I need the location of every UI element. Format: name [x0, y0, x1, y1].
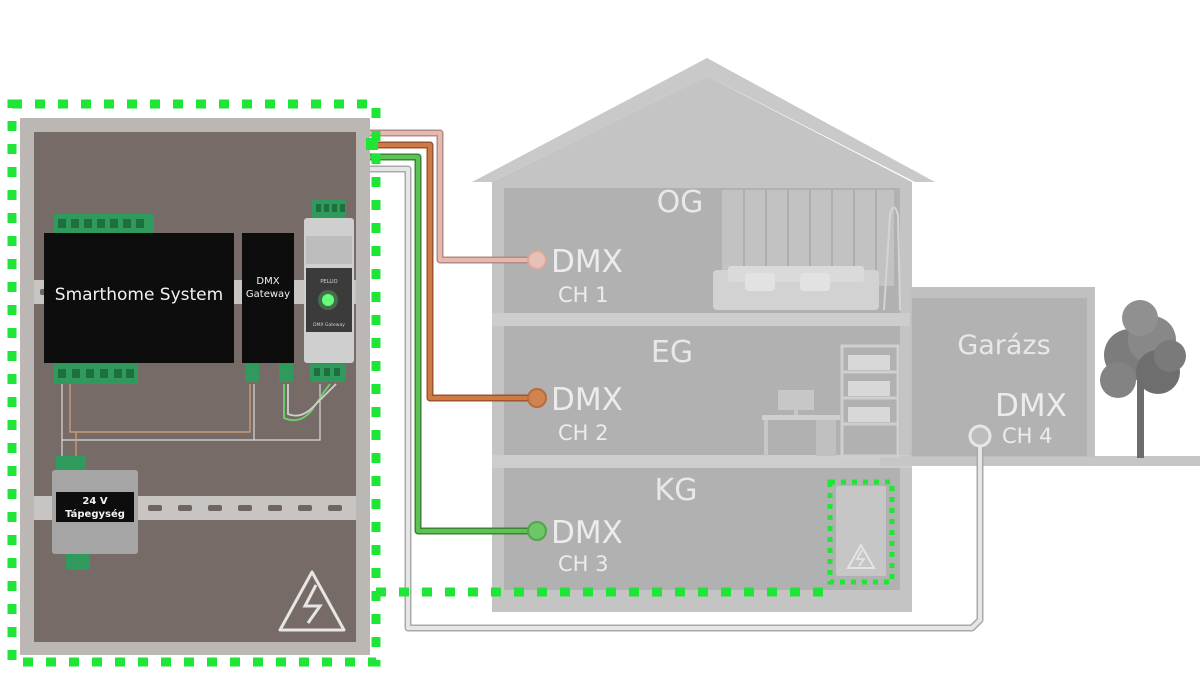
floor-label-eg: EG	[651, 335, 693, 370]
dmx-label-ch2: DMX	[551, 382, 623, 418]
internal-wiring	[61, 383, 337, 458]
floor-label-kg: KG	[655, 473, 698, 508]
og-floor-slab	[492, 313, 912, 326]
wire-junction-highlight	[366, 138, 378, 150]
garage-room	[912, 298, 1087, 456]
floor-label-og: OG	[657, 185, 704, 220]
dmx-ch3-socket	[527, 521, 547, 541]
sofa-icon	[713, 190, 901, 311]
ground-line	[880, 456, 1200, 466]
dmx-channel-ch4: CH 4	[1002, 424, 1053, 448]
dmx-ch4-socket	[968, 424, 992, 448]
garage-label: Garázs	[957, 330, 1050, 361]
gateway-label-line2: Gateway	[246, 289, 290, 300]
basement-warning-icon	[846, 542, 876, 569]
device-model: DMX Gateway	[313, 322, 345, 328]
bookshelf-icon	[840, 344, 900, 458]
cabinet-warning-icon	[278, 570, 346, 632]
dmx-label-ch4: DMX	[995, 388, 1067, 424]
dmx-channel-ch3: CH 3	[558, 552, 609, 576]
distribution-cabinet: Smarthome System DMX Gateway PELLIO DMX …	[20, 118, 370, 655]
tree-icon	[1100, 300, 1186, 458]
dmx-gateway-device: PELLIO DMX Gateway	[304, 200, 354, 382]
cabinet-highlight-outline	[7, 99, 381, 667]
eg-floor-slab	[492, 455, 912, 468]
device-brand: PELLIO	[320, 279, 337, 285]
gateway-label-line1: DMX	[256, 276, 279, 287]
desk-icon	[762, 390, 840, 456]
kg-room	[504, 468, 900, 590]
house-labels: OG EG KG Garázs DMX CH 1 DMX CH 2 DMX CH…	[551, 185, 1067, 576]
highlight-outlines	[7, 99, 895, 667]
psu-label-line1: 24 V	[82, 496, 107, 507]
dmx-label-ch3: DMX	[551, 515, 623, 551]
psu-module: 24 V Tápegység	[52, 456, 138, 570]
status-led	[322, 294, 334, 306]
dmx-channel-ch2: CH 2	[558, 421, 609, 445]
dmx-channel-ch1: CH 1	[558, 283, 609, 307]
basement-distribution-box	[836, 486, 886, 576]
dmx-gateway-module: DMX Gateway	[242, 233, 294, 382]
basement-box-highlight	[827, 479, 895, 585]
smarthome-label: Smarthome System	[55, 285, 223, 305]
dmx-ch2-socket	[527, 388, 547, 408]
terminal-block-bottom	[54, 364, 138, 384]
smarthome-system-module: Smarthome System	[44, 214, 234, 384]
terminal-block-top	[54, 214, 154, 234]
house	[472, 58, 1200, 612]
psu-label-line2: Tápegység	[65, 508, 125, 520]
dmx-label-ch1: DMX	[551, 244, 623, 280]
dmx-ch1-socket	[527, 250, 547, 270]
